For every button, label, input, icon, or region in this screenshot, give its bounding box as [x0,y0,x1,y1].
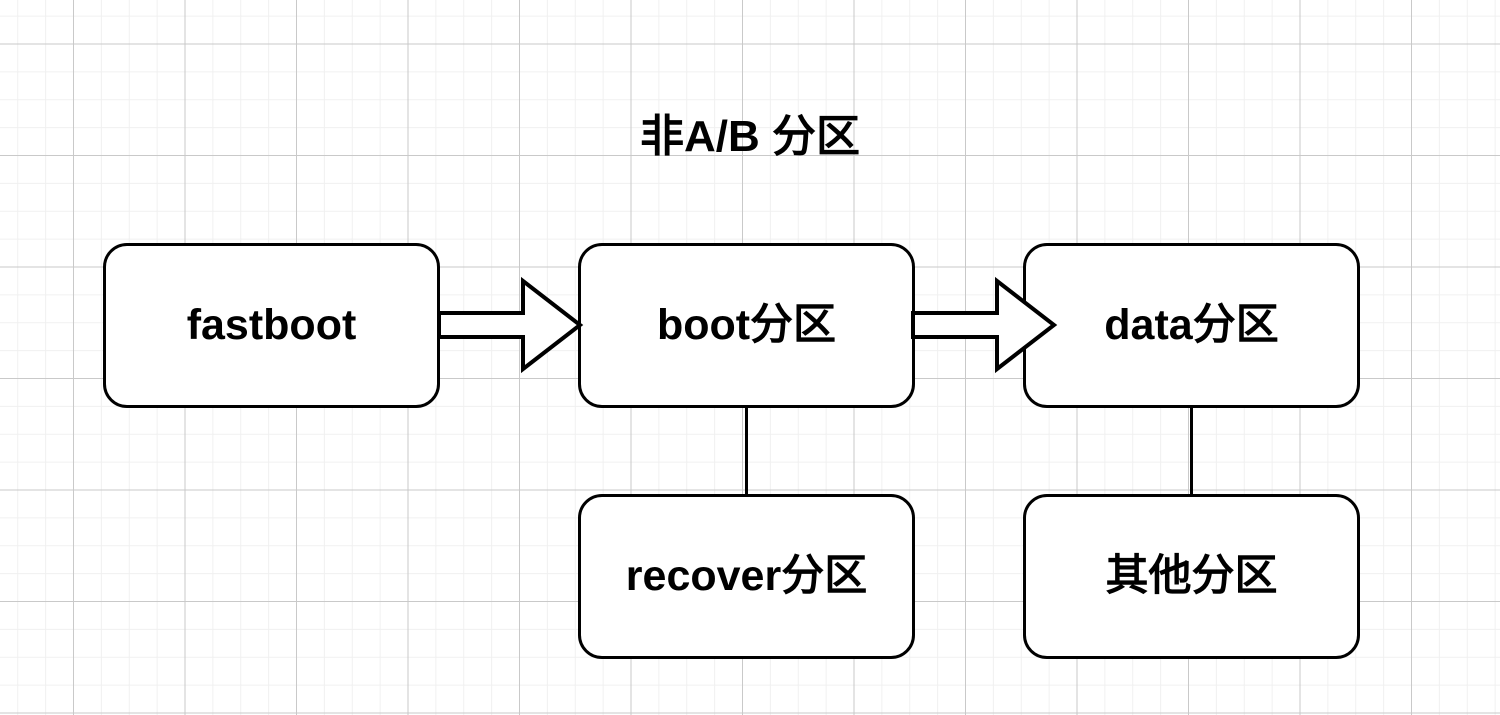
node-other-partition-label: 其他分区 [1105,551,1278,600]
node-recover-partition-label: recover分区 [625,551,868,600]
page-title: 非A/B 分区 [640,112,860,161]
connector-boot-to-recover [745,405,748,497]
node-fastboot[interactable]: fastboot [103,243,440,408]
node-fastboot-label: fastboot [186,300,357,349]
node-other-partition[interactable]: 其他分区 [1023,494,1360,659]
arrow-boot-to-data [911,276,1058,374]
arrow-fastboot-to-boot [437,276,584,374]
node-recover-partition[interactable]: recover分区 [578,494,915,659]
node-data-partition[interactable]: data分区 [1023,243,1360,408]
node-boot-partition-label: boot分区 [656,300,837,349]
connector-data-to-other [1190,405,1193,497]
node-boot-partition[interactable]: boot分区 [578,243,915,408]
node-data-partition-label: data分区 [1104,300,1279,349]
